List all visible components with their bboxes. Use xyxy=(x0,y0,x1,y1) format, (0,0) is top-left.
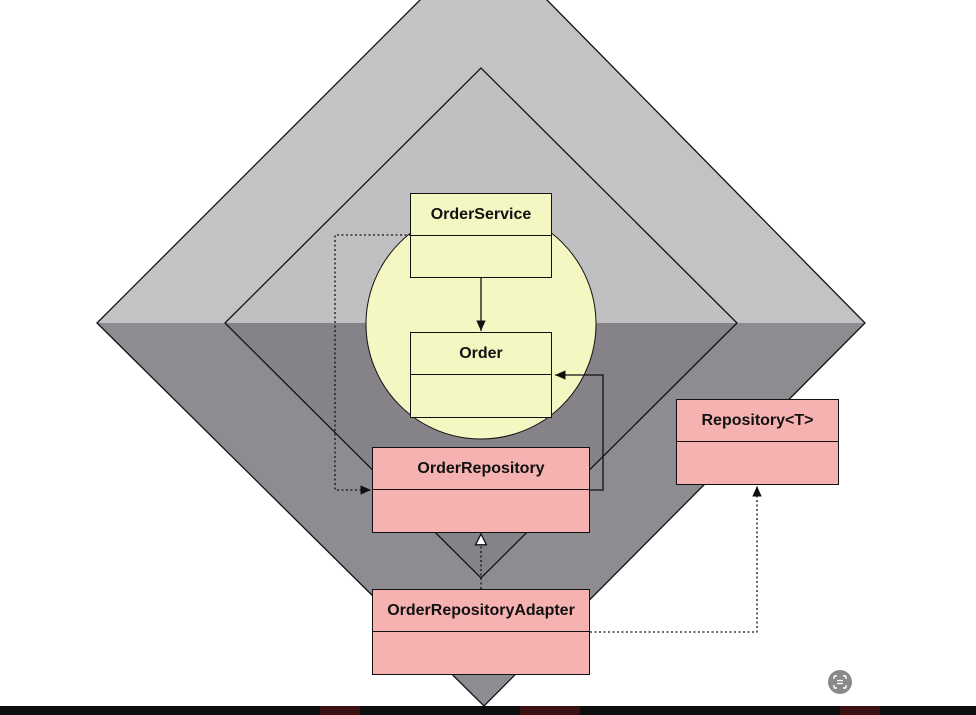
class-order-name: Order xyxy=(411,333,551,375)
class-order-members xyxy=(411,375,551,417)
outer-layer-outline xyxy=(96,0,866,707)
class-order-repository-adapter[interactable]: OrderRepositoryAdapter xyxy=(372,589,590,675)
service-to-repository-dependency xyxy=(334,234,411,495)
class-order-service-name: OrderService xyxy=(411,194,551,236)
bottom-strip-accent xyxy=(520,706,580,715)
bottom-strip-accent xyxy=(840,706,880,715)
bottom-dark-strip xyxy=(0,706,976,715)
class-order-repository[interactable]: OrderRepository xyxy=(372,447,590,533)
adapter-to-generic-repository-dependency xyxy=(590,486,762,633)
class-order-service-members xyxy=(411,236,551,277)
class-order-repository-name: OrderRepository xyxy=(373,448,589,490)
class-repository-generic[interactable]: Repository<T> xyxy=(676,399,839,485)
class-repository-generic-name: Repository<T> xyxy=(677,400,838,442)
bottom-strip-accent xyxy=(320,706,360,715)
class-order-service[interactable]: OrderService xyxy=(410,193,552,278)
repository-to-order-arrow xyxy=(555,370,604,491)
class-order-repository-members xyxy=(373,490,589,532)
image-search-icon[interactable] xyxy=(828,670,852,694)
class-order-repository-adapter-members xyxy=(373,632,589,674)
class-order[interactable]: Order xyxy=(410,332,552,418)
lens-glyph-icon xyxy=(833,675,847,689)
class-order-repository-adapter-name: OrderRepositoryAdapter xyxy=(373,590,589,632)
class-repository-generic-members xyxy=(677,442,838,484)
